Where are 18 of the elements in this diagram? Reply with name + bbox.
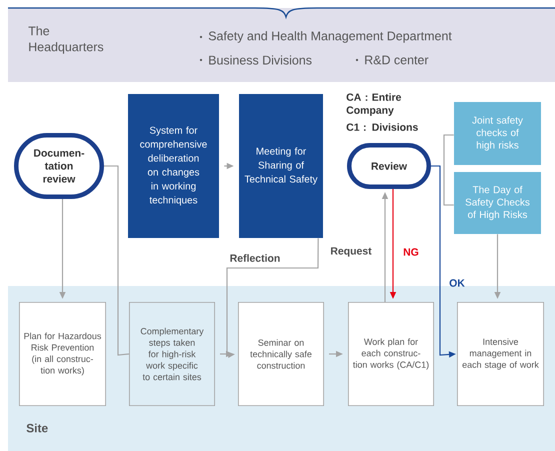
process-box: Complementary steps taken for high-risk work specific to certain sites — [129, 302, 215, 406]
node-label: C1 : Divisions — [346, 123, 418, 131]
node-label: CA : Entire Company — [346, 93, 402, 116]
edge-label: NG — [404, 248, 418, 256]
bracket — [443, 134, 454, 206]
process-box: Work plan for each construc- tion works (CA/C1) — [348, 302, 434, 406]
process-box: Intensive management in each stage of work — [457, 302, 544, 406]
process-box: Seminar on technically safe construction — [238, 302, 324, 406]
edge-label: OK — [450, 279, 465, 287]
process-box: System for comprehensive deliberation on changes in working techniques — [128, 94, 219, 238]
edge-label: Request — [331, 247, 372, 257]
check-box: Joint safety checks of high risks — [454, 102, 541, 165]
section-band: The Headquarters Safety and Health Management Department Business Divisions R&D center — [8, 8, 555, 82]
check-box: The Day of Safety Checks of High Risks — [454, 172, 541, 234]
process-box: Plan for Hazardous Risk Prevention (in all construc- tion works) — [19, 302, 106, 406]
review-oval: CA : Entire Company C1 : Divisions Review — [346, 93, 431, 189]
edge-label: Reflection — [230, 254, 280, 262]
process-box: Meeting for Sharing of Technical Safety — [239, 94, 323, 238]
